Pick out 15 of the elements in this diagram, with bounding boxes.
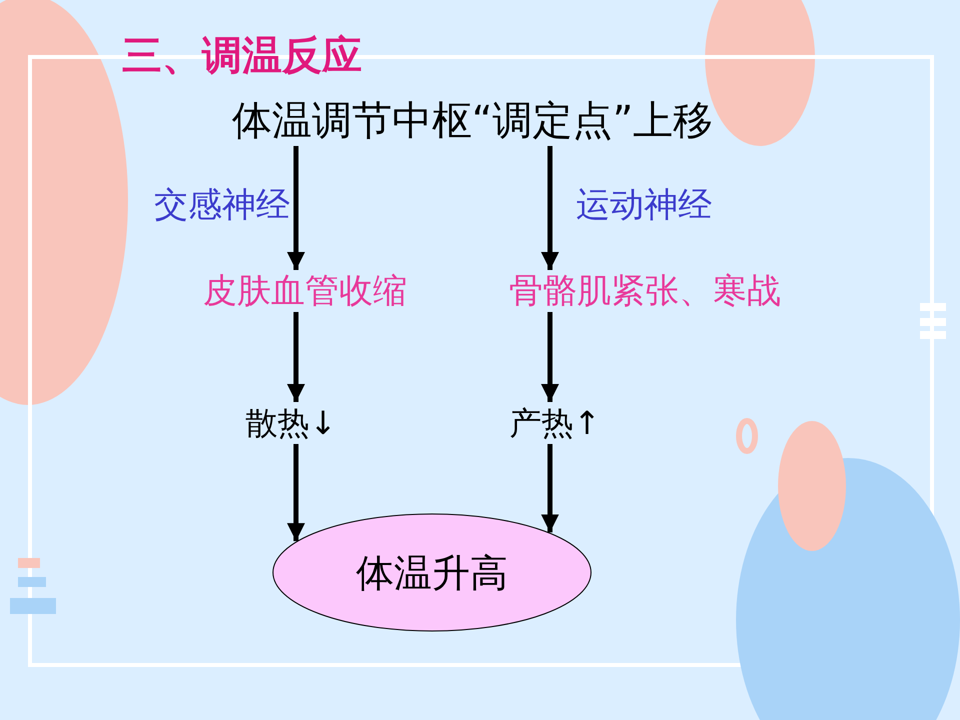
arrow [287,146,305,270]
slide-title: 三、调温反应 [122,32,362,81]
arrow [287,312,305,402]
node-text: 皮肤血管收缩 [203,274,407,308]
edge-label: 运动神经 [576,188,712,222]
node-text: 骨骼肌紧张、寒战 [509,274,781,308]
arrow [541,312,559,402]
node-text: 散热↓ [246,407,336,439]
arrow [541,146,559,270]
node-text: 体温调节中枢“调定点”上移 [232,101,714,141]
arrow [287,444,305,542]
node-text: 体温升高 [356,554,508,592]
arrow [541,444,559,532]
node-text: 产热↑ [510,407,600,439]
edge-label: 交感神经 [154,188,290,222]
